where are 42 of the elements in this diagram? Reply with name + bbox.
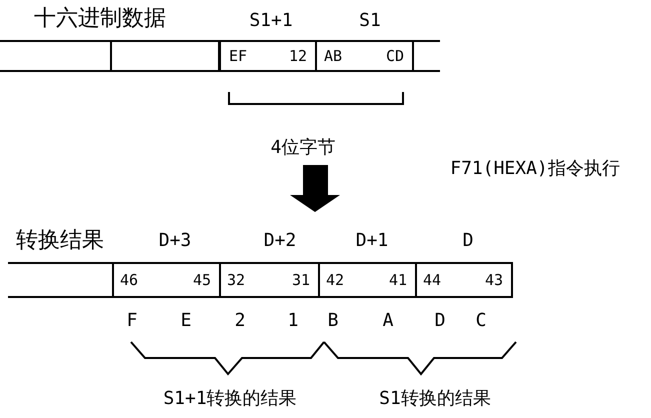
hex-value: 12 xyxy=(288,47,307,65)
ascii-char: E xyxy=(180,310,192,332)
register-label: S1+1 xyxy=(249,10,293,32)
register-label: D+1 xyxy=(356,230,388,252)
hex-value: EF xyxy=(229,47,248,65)
memory-cell xyxy=(112,40,220,72)
hex-value: 42 xyxy=(326,271,344,289)
ascii-char: F xyxy=(126,310,138,332)
hex-value: 31 xyxy=(292,271,310,289)
memory-cell xyxy=(415,262,513,298)
ascii-char: A xyxy=(382,310,394,332)
memory-cell xyxy=(316,40,414,72)
hex-value: CD xyxy=(386,47,404,65)
hex-value: 46 xyxy=(120,271,138,289)
memory-cell xyxy=(413,40,440,72)
ascii-char: 2 xyxy=(234,310,246,332)
caption: S1转换的结果 xyxy=(379,388,491,410)
hex-value: 32 xyxy=(227,271,246,289)
hex-value: 45 xyxy=(192,271,211,289)
memory-cell xyxy=(112,262,221,298)
memory-cell xyxy=(318,262,417,298)
register-label: D+2 xyxy=(264,230,296,252)
hex-value: 44 xyxy=(423,271,442,289)
memory-cell xyxy=(219,40,317,72)
heading: 转换结果 xyxy=(16,230,104,252)
register-label: D xyxy=(462,230,474,252)
ascii-char: C xyxy=(476,310,486,332)
memory-cell xyxy=(219,262,320,298)
hex-value: AB xyxy=(324,47,342,65)
register-label: D+3 xyxy=(158,230,192,252)
ascii-char: B xyxy=(328,310,338,332)
heading: 十六进制数据 xyxy=(34,8,166,30)
memory-cell xyxy=(8,262,114,298)
note: F71(HEXA)指令执行 xyxy=(450,158,620,180)
caption: S1+1转换的结果 xyxy=(163,388,297,410)
memory-cell xyxy=(0,40,112,72)
hex-value: 41 xyxy=(388,271,407,289)
ascii-char: 1 xyxy=(288,310,298,332)
ascii-char: D xyxy=(434,310,446,332)
register-label: S1 xyxy=(359,10,381,32)
hex-value: 43 xyxy=(484,271,503,289)
note: 4位字节 xyxy=(270,137,336,159)
